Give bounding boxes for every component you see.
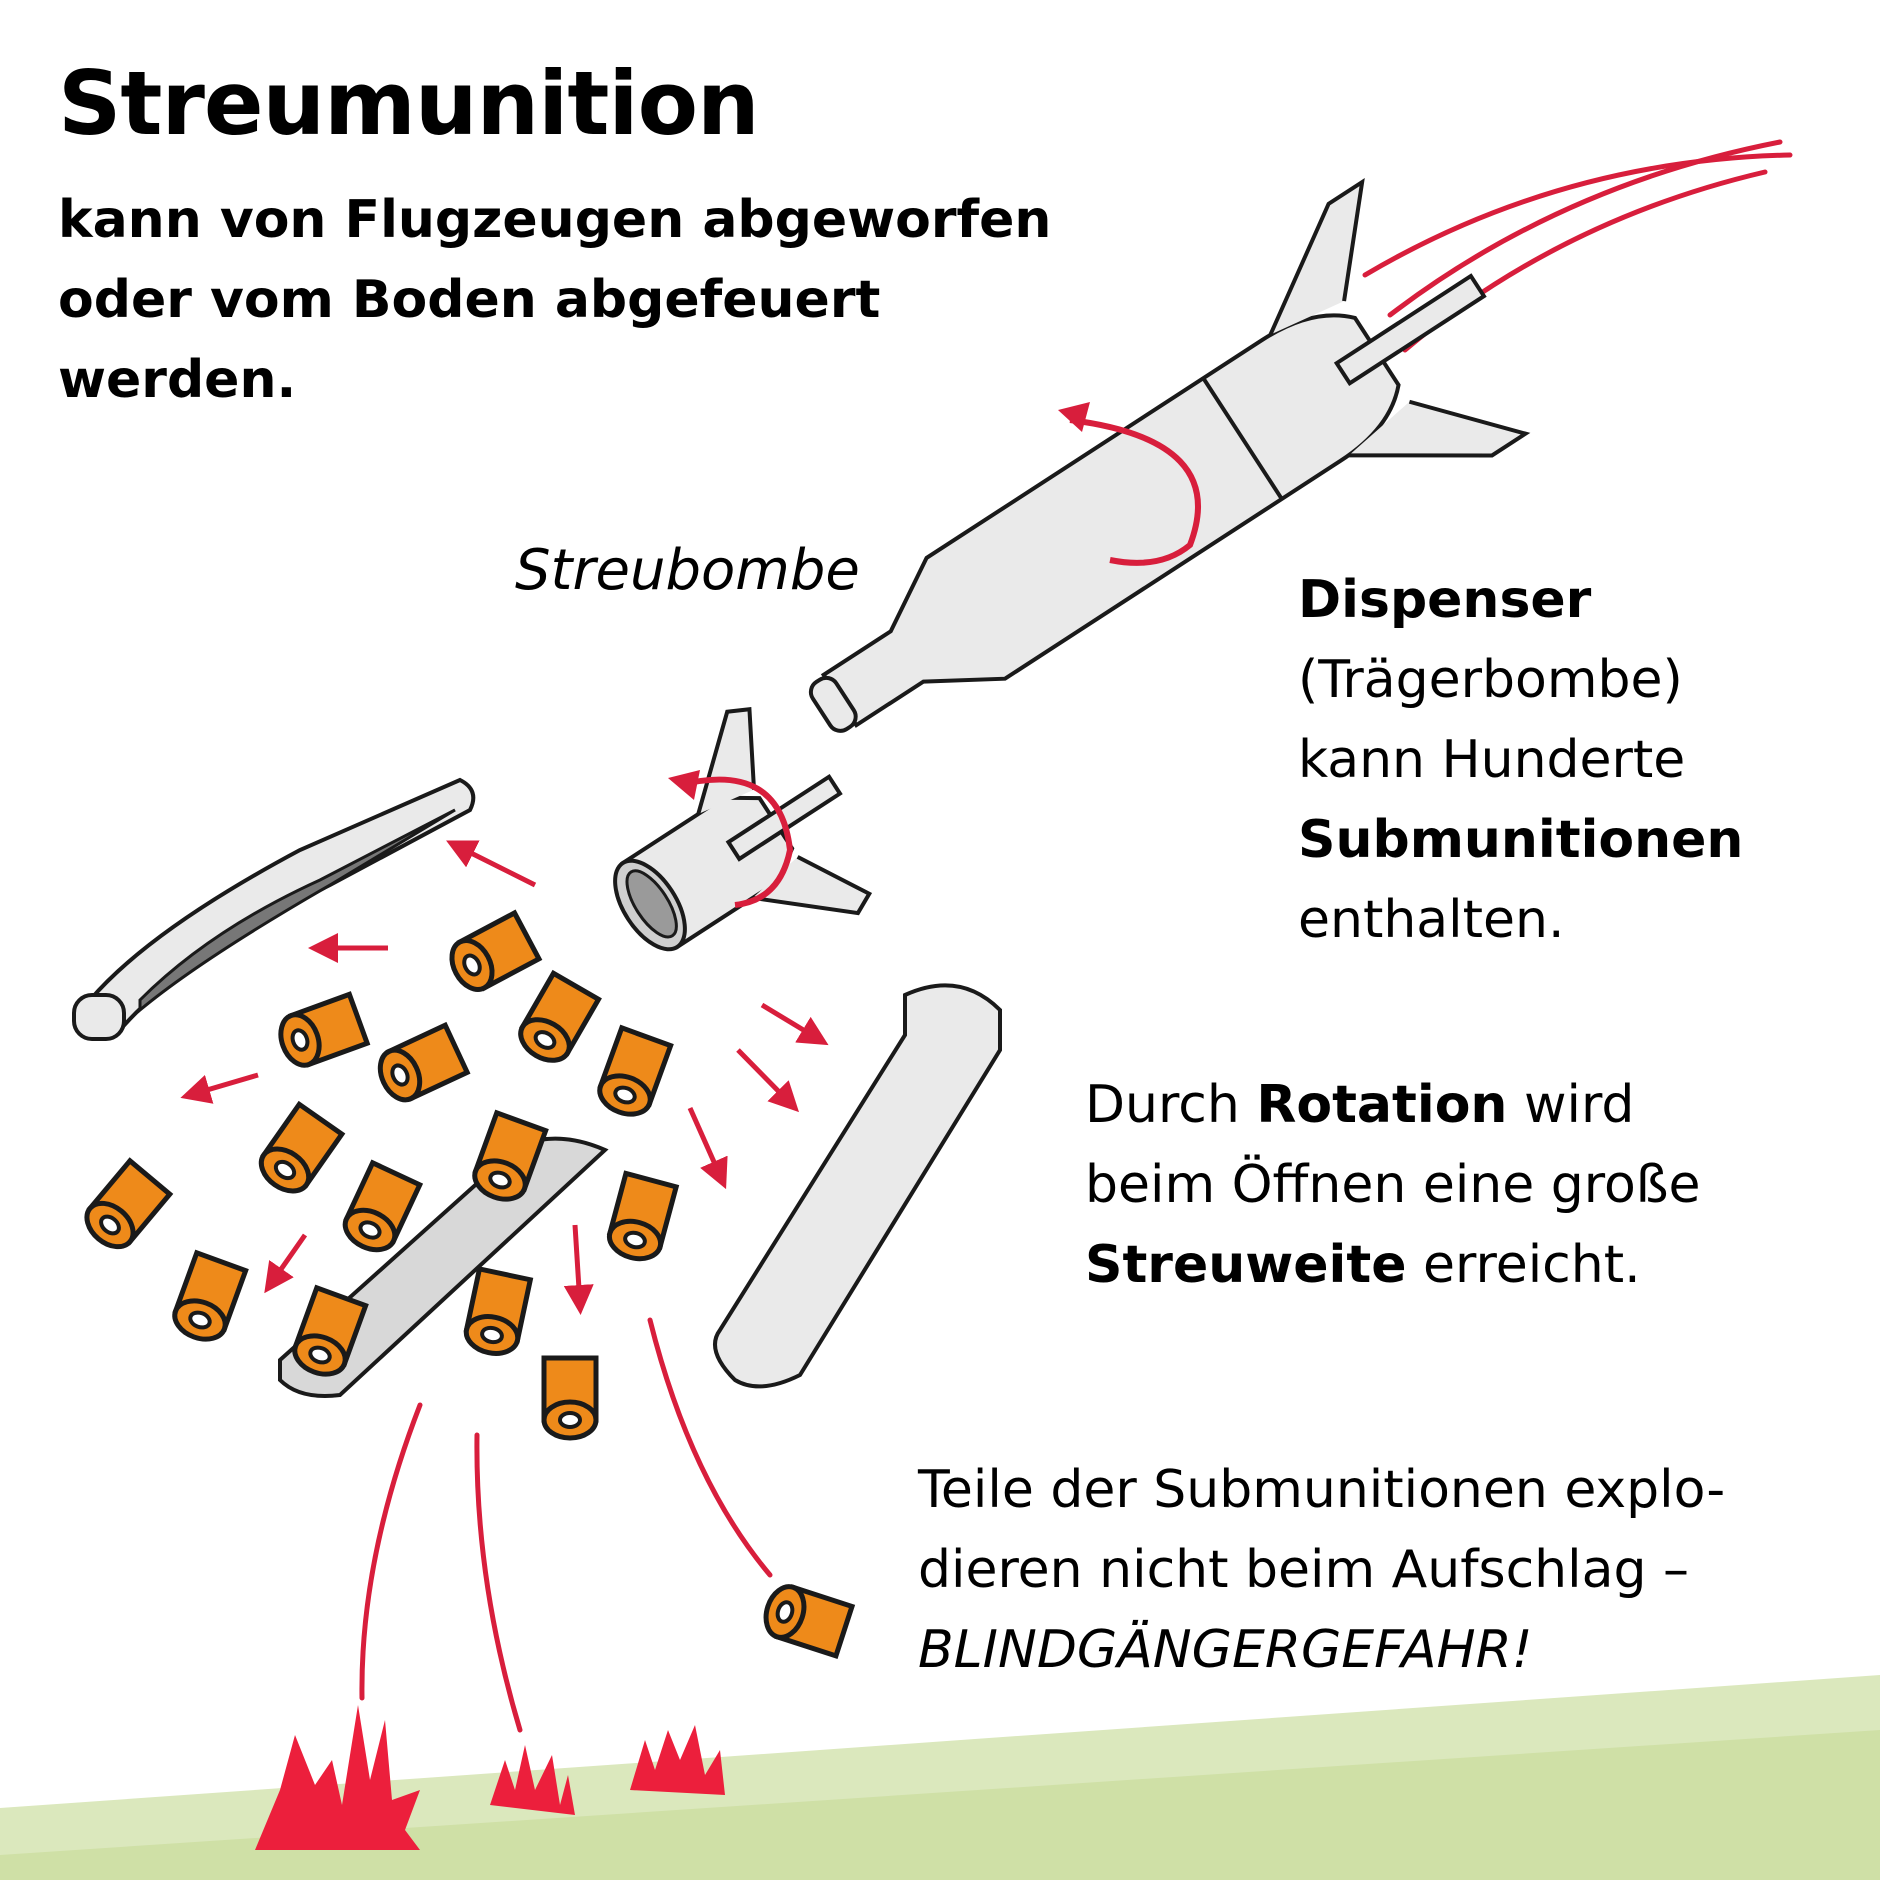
rotation-post: wird (1507, 1075, 1635, 1135)
dispenser-shell-right (713, 983, 1002, 1389)
rotation-arrow-tail (679, 776, 794, 908)
submunition (169, 1253, 245, 1346)
explosions (255, 1705, 725, 1850)
spread-term: Streuweite (1085, 1235, 1407, 1295)
rotation-description: Durch Rotation wird beim Öffnen eine gro… (1085, 1065, 1845, 1305)
ground-shade (0, 1730, 1880, 1880)
submunitions-term: Submunitionen (1298, 810, 1744, 870)
rotation-arrowhead-tail (668, 770, 700, 800)
subtitle-line: kann von Flugzeugen abgeworfen (58, 190, 1052, 250)
subtitle-line: oder vom Boden abgefeuert (58, 270, 881, 330)
dispenser-shell-left (72, 777, 476, 1041)
rotation-arrowhead-bomb (1058, 402, 1090, 432)
cluster-bomb (808, 177, 1531, 733)
dud-description: Teile der Submunitionen explo- dieren ni… (918, 1450, 1858, 1690)
submunition (274, 994, 367, 1070)
submunitions (79, 913, 852, 1656)
dispenser-tail (613, 707, 873, 952)
submunition (463, 1269, 530, 1358)
dispenser-text-line: enthalten. (1298, 890, 1565, 950)
submunition (444, 913, 539, 996)
rotation-arrow-bomb (1069, 417, 1201, 566)
dispenser-term: Dispenser (1298, 570, 1592, 630)
subtitle: kann von Flugzeugen abgeworfen oder vom … (58, 180, 1058, 420)
explosion-middle (490, 1745, 575, 1815)
submunition (605, 1173, 676, 1264)
scatter-arrows (180, 840, 829, 1315)
submunition (513, 973, 598, 1068)
dispenser-alt-name: (Trägerbombe) (1298, 650, 1683, 710)
submunition (253, 1104, 341, 1199)
submunition (594, 1028, 670, 1121)
dispenser-description: Dispenser (Trägerbombe) kann Hunderte Su… (1298, 560, 1858, 960)
submunition (544, 1358, 596, 1438)
explosion-left (255, 1705, 420, 1850)
dud-warning: BLINDGÄNGERGEFAHR! (918, 1620, 1533, 1680)
rotation-pre: Durch (1085, 1075, 1257, 1135)
falling-trajectories (359, 1317, 773, 1733)
dud-line: Teile der Submunitionen explo- (918, 1460, 1726, 1520)
rotation-post2: erreicht. (1406, 1235, 1641, 1295)
dispenser-text-line: kann Hunderte (1298, 730, 1686, 790)
dud-line: dieren nicht beim Aufschlag – (918, 1540, 1689, 1600)
cluster-bomb-label: Streubombe (515, 538, 860, 603)
submunition (373, 1025, 467, 1106)
rotation-term: Rotation (1256, 1075, 1508, 1135)
submunition (760, 1582, 852, 1656)
rotation-line: beim Öffnen eine große (1085, 1155, 1701, 1215)
submunition (79, 1161, 170, 1256)
explosion-right (630, 1725, 725, 1795)
subtitle-line: werden. (58, 350, 297, 410)
page-title: Streumunition (58, 52, 760, 155)
